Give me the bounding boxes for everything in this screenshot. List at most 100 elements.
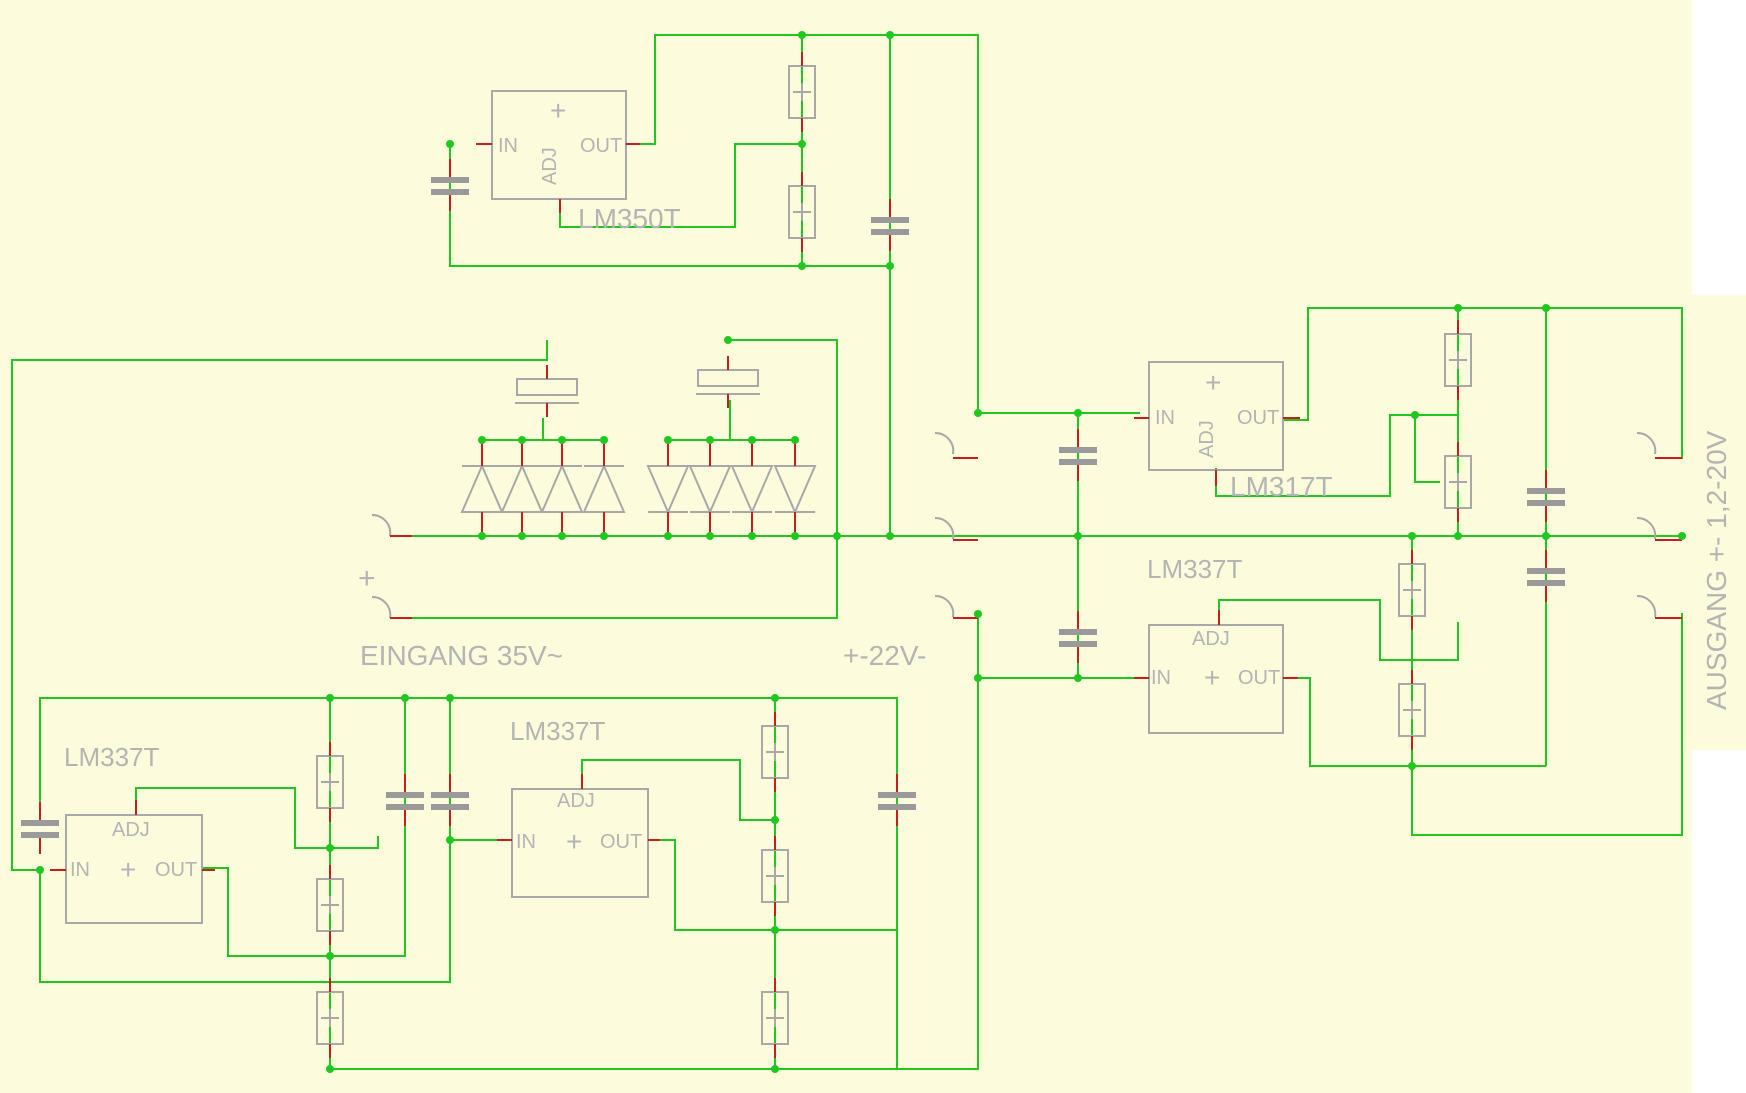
junction-node (771, 816, 779, 824)
junction-nodes (36, 31, 1686, 1073)
junction-node (974, 409, 982, 417)
junction-node (748, 532, 756, 540)
junction-node (600, 436, 608, 444)
regulator-out-label: OUT (600, 831, 642, 853)
regulator-name-label: LM317T (1230, 471, 1333, 502)
junction-node (446, 836, 454, 844)
junction-node (558, 532, 566, 540)
junction-node (748, 436, 756, 444)
junction-node (326, 844, 334, 852)
resistor (316, 742, 344, 822)
regulator-lm350: IN OUT ADJ + LM350T (476, 90, 681, 234)
junction-node (1454, 304, 1462, 312)
wire-lower-top-bus (39, 697, 898, 1069)
junction-node (833, 532, 841, 540)
output-voltage-label: AUSGANG +- 1,2-20V (1701, 430, 1732, 710)
regulator-out-label: OUT (580, 135, 622, 157)
junction-node (600, 532, 608, 540)
passive-components (21, 52, 1565, 1058)
terminal-arc-3 (934, 594, 955, 618)
junction-node (771, 694, 779, 702)
terminal-arc-3 (1636, 594, 1657, 618)
regulator-plus-mark: + (566, 826, 582, 857)
capacitor (878, 774, 916, 826)
junction-node (36, 866, 44, 874)
wire-input-pin2 (410, 339, 838, 619)
mid-connector: +-22V- (843, 431, 978, 671)
electrolytic-capacitor (515, 365, 579, 417)
junction-node (798, 140, 806, 148)
regulator-plus-mark: + (120, 854, 136, 885)
terminal-arc-1 (371, 513, 392, 537)
terminal-arc-2 (371, 595, 392, 619)
capacitor (21, 802, 59, 854)
wire-out-neg (1411, 613, 1683, 836)
wire-cap-neg-loop (11, 340, 548, 871)
junction-node (724, 336, 732, 344)
capacitor (1059, 429, 1097, 481)
junction-node (798, 31, 806, 39)
terminal-arc-2 (934, 516, 955, 540)
diode (500, 440, 544, 536)
capacitor (431, 159, 469, 211)
diode (460, 440, 504, 536)
electrolytic-capacitor (696, 356, 760, 408)
regulator-adj-label: ADJ (112, 819, 150, 841)
input-plus-label: + (358, 562, 376, 595)
regulator-in-label: IN (1155, 407, 1175, 429)
junction-node (446, 140, 454, 148)
wire-lm350-adj (559, 143, 802, 228)
wires (11, 34, 1683, 1070)
regulator-plus-mark: + (1205, 367, 1221, 398)
regulator-plus-mark: + (1204, 662, 1220, 693)
junction-node (1678, 532, 1686, 540)
regulator-body (511, 788, 649, 898)
junction-node (1411, 411, 1419, 419)
resistor (1444, 320, 1472, 400)
wire-pot-arrow (1414, 415, 1440, 483)
wire-neg-bus-vertical (330, 678, 979, 1070)
diode (773, 440, 817, 536)
junction-node (886, 262, 894, 270)
output-connector: AUSGANG +- 1,2-20V (1636, 430, 1732, 710)
wire-lm337m-out (648, 839, 897, 931)
capacitor (871, 199, 909, 251)
sheet-output-tab (1692, 295, 1746, 750)
regulator-lm337-left: IN OUT ADJ + LM337T (50, 742, 215, 924)
resistor (316, 978, 344, 1058)
junction-node (401, 694, 409, 702)
junction-node (1454, 532, 1462, 540)
regulator-in-label: IN (498, 135, 518, 157)
junction-node (771, 1065, 779, 1073)
resistor (788, 52, 816, 132)
terminal-arc-1 (1636, 431, 1657, 455)
junction-node (478, 532, 486, 540)
regulator-in-label: IN (1151, 667, 1171, 689)
junction-node (791, 532, 799, 540)
input-connector: + EINGANG 35V~ (358, 513, 563, 671)
junction-node (706, 532, 714, 540)
junction-node (326, 952, 334, 960)
junction-node (1542, 304, 1550, 312)
regulator-lm317: IN OUT ADJ + LM317T (1134, 361, 1333, 502)
regulator-adj-label: ADJ (539, 147, 561, 185)
input-voltage-label: EINGANG 35V~ (360, 640, 563, 671)
junction-node (558, 436, 566, 444)
capacitor (431, 774, 469, 826)
junction-node (886, 31, 894, 39)
capacitor (1527, 550, 1565, 602)
wire-lm350-out (638, 34, 979, 413)
wire-lm337l-adj (135, 787, 379, 849)
regulator-in-label: IN (516, 831, 536, 853)
junction-node (791, 436, 799, 444)
regulator-out-label: OUT (155, 859, 197, 881)
junction-node (706, 436, 714, 444)
regulator-out-label: OUT (1238, 667, 1280, 689)
resistor (316, 865, 344, 945)
wire-lm317-out (1284, 307, 1683, 459)
wire-lm337r-adj (1218, 599, 1459, 661)
junction-node (518, 532, 526, 540)
resistor (1398, 670, 1426, 750)
regulator-plus-mark: + (550, 95, 566, 126)
